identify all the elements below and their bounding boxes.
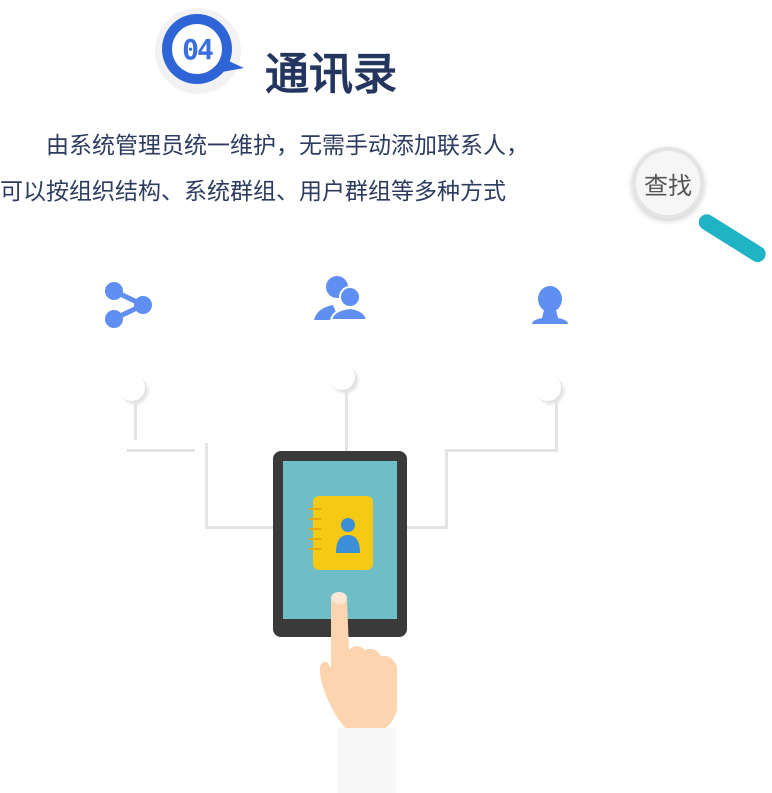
description-line-1: 由系统管理员统一维护，无需手动添加联系人， <box>46 133 529 159</box>
connector-node <box>329 364 355 390</box>
pointing-hand-icon <box>319 592 397 730</box>
connector-line <box>405 526 448 529</box>
connector-line <box>555 400 558 452</box>
user-icon <box>532 286 568 324</box>
user-group-icon <box>314 276 367 321</box>
magnifier-handle <box>695 211 769 266</box>
connector-line <box>205 443 208 528</box>
connector-line <box>445 449 558 452</box>
connector-line <box>445 449 448 529</box>
section-number: 04 <box>172 24 222 74</box>
magnifier-label: 查找 <box>644 171 692 200</box>
section-title: 通讯录 <box>265 49 397 100</box>
connector-node <box>119 375 145 401</box>
connector-line <box>127 449 195 452</box>
sleeve-cuff <box>338 728 396 793</box>
contact-person-icon <box>309 508 360 553</box>
section-badge-tail <box>222 58 244 72</box>
address-book-icon <box>313 496 373 570</box>
connector-line <box>134 400 137 440</box>
connector-node <box>535 375 561 401</box>
share-icon <box>105 282 152 328</box>
description-line-2: 可以按组织结构、系统群组、用户群组等多种方式 <box>0 179 506 205</box>
magnifier-icon: 查找 <box>632 147 704 219</box>
connector-line <box>205 526 275 529</box>
connector-line <box>345 390 348 452</box>
